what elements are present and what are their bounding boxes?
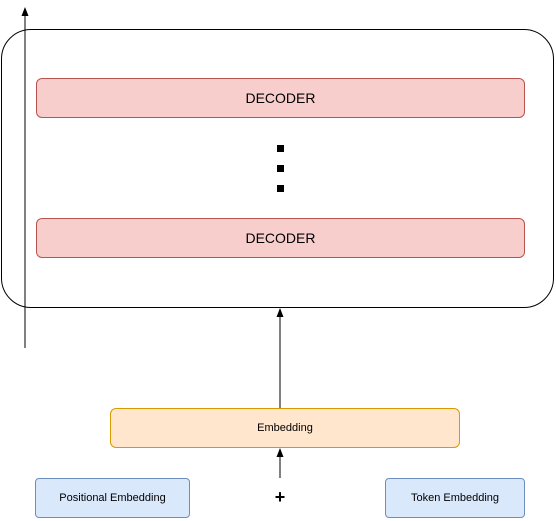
embedding-label: Embedding [257, 422, 313, 434]
residual-arrow-head [21, 7, 29, 16]
inputs-to-embedding-arrow-head [276, 448, 284, 457]
ellipsis-dot [277, 185, 284, 192]
decoder-block-bottom: DECODER [36, 218, 525, 258]
decoder-label: DECODER [245, 230, 316, 246]
decoder-block-top: DECODER [36, 78, 525, 118]
ellipsis-dot [277, 165, 284, 172]
embedding-to-stack-arrow-head [276, 308, 284, 317]
token-embedding-label: Token Embedding [410, 492, 500, 504]
ellipsis-dot [277, 145, 284, 152]
token-embedding-block: Token Embedding [385, 478, 525, 518]
plus-operator: + [274, 487, 286, 507]
embedding-block: Embedding [110, 408, 460, 448]
decoder-label: DECODER [245, 90, 316, 106]
positional-embedding-block: Positional Embedding [35, 478, 190, 518]
ellipsis-dots [277, 145, 284, 192]
positional-embedding-label: Positional Embedding [59, 492, 166, 504]
